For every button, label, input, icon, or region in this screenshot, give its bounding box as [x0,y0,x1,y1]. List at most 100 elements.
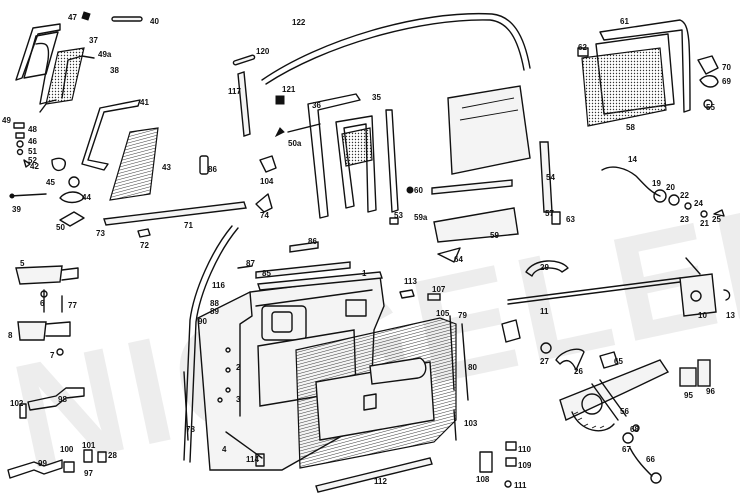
callout-48: 48 [28,125,37,134]
callout-25: 25 [712,215,721,224]
callout-68: 68 [630,425,639,434]
trim-strip-40 [111,16,143,22]
callout-51: 51 [28,147,37,156]
handle-29 [525,260,569,277]
handle-26 [540,342,585,371]
post-117 [237,71,251,137]
callout-120: 120 [256,47,270,56]
rear-vent-glass-58 [581,47,667,127]
callout-24: 24 [694,199,703,208]
callout-64: 64 [454,255,463,264]
crank-66-67-68 [622,424,662,484]
clip-62 [577,47,589,57]
callout-79: 79 [458,311,467,320]
door-trim-panel [295,317,457,469]
callout-35: 35 [372,93,381,102]
bracket-121 [275,95,285,105]
sill-trim-71 [103,201,247,238]
callout-101: 101 [82,441,96,450]
part-7 [56,348,64,356]
callout-50a: 50a [288,139,302,148]
callout-116: 116 [212,281,225,290]
callout-73: 73 [96,229,105,238]
callout-42: 42 [30,162,39,171]
rod-11 [501,277,681,343]
callout-80: 80 [468,363,477,372]
callout-99: 99 [38,459,47,468]
callout-46: 46 [28,137,37,146]
bracket-74 [255,193,273,213]
callout-53: 53 [394,211,403,220]
callout-122: 122 [292,18,306,27]
callout-4: 4 [222,445,227,454]
callout-13: 13 [726,311,735,320]
callout-59a: 59a [414,213,428,222]
callout-90: 90 [198,317,207,326]
callout-110: 110 [518,445,531,454]
callout-100: 100 [60,445,74,454]
callout-98: 98 [58,395,67,404]
callout-23: 23 [680,215,689,224]
callout-71: 71 [184,221,193,230]
callout-107: 107 [432,285,446,294]
door-glass-main [447,85,531,175]
callout-88: 88 [210,299,219,308]
callout-69: 69 [722,77,731,86]
callout-40: 40 [150,17,159,26]
callout-66: 66 [646,455,655,464]
callout-49: 49 [2,116,11,125]
part-114 [255,453,265,467]
callout-8: 8 [8,331,13,340]
hinge-lower-8 [17,321,71,341]
callout-60: 60 [414,186,423,195]
callout-86-lower: 86 [308,237,317,246]
callout-61: 61 [620,17,629,26]
callout-28: 28 [108,451,117,460]
callout-109: 109 [518,461,532,470]
callout-57: 57 [545,209,554,218]
callout-74: 74 [260,211,269,220]
callout-41: 41 [140,98,149,107]
part-86a [199,155,209,175]
callout-70: 70 [722,63,731,72]
strip-120 [232,54,256,66]
guide-strip-60 [406,179,513,195]
vent-seal [35,42,57,105]
callout-113: 113 [404,277,417,286]
lock-plate-10 [679,257,731,317]
callout-26: 26 [574,367,583,376]
small-parts-100-101-28 [63,449,107,473]
lower-channel-59 [433,207,519,263]
bracket-104 [259,155,277,173]
callout-10: 10 [698,311,707,320]
callout-86-upper: 86 [208,165,217,174]
callout-54: 54 [546,173,555,182]
callout-87: 87 [246,259,255,268]
bracket-65 [599,351,619,369]
callout-6: 6 [40,299,45,308]
callout-14: 14 [628,155,637,164]
small-hardware-left [9,122,85,227]
callout-102: 102 [10,399,24,408]
tab-63 [551,211,561,225]
small-parts-bottom-right [479,441,517,488]
callout-1: 1 [362,269,367,278]
callout-11: 11 [540,307,549,316]
callout-37: 37 [89,36,98,45]
callout-50: 50 [56,223,65,232]
callout-56: 56 [620,407,629,416]
strip-86b [289,241,319,253]
callout-78: 78 [186,425,195,434]
bottom-strip-112 [315,457,433,493]
check-strap-98 [27,387,85,411]
callout-77: 77 [68,301,77,310]
roof-drip-rail [261,12,531,85]
callout-111: 111 [514,481,527,490]
callout-67: 67 [622,445,631,454]
rod-14 [601,166,725,218]
callout-19: 19 [652,179,661,188]
quarter-glass [109,127,159,201]
strip-53 [385,109,399,225]
callout-5: 5 [20,259,25,268]
